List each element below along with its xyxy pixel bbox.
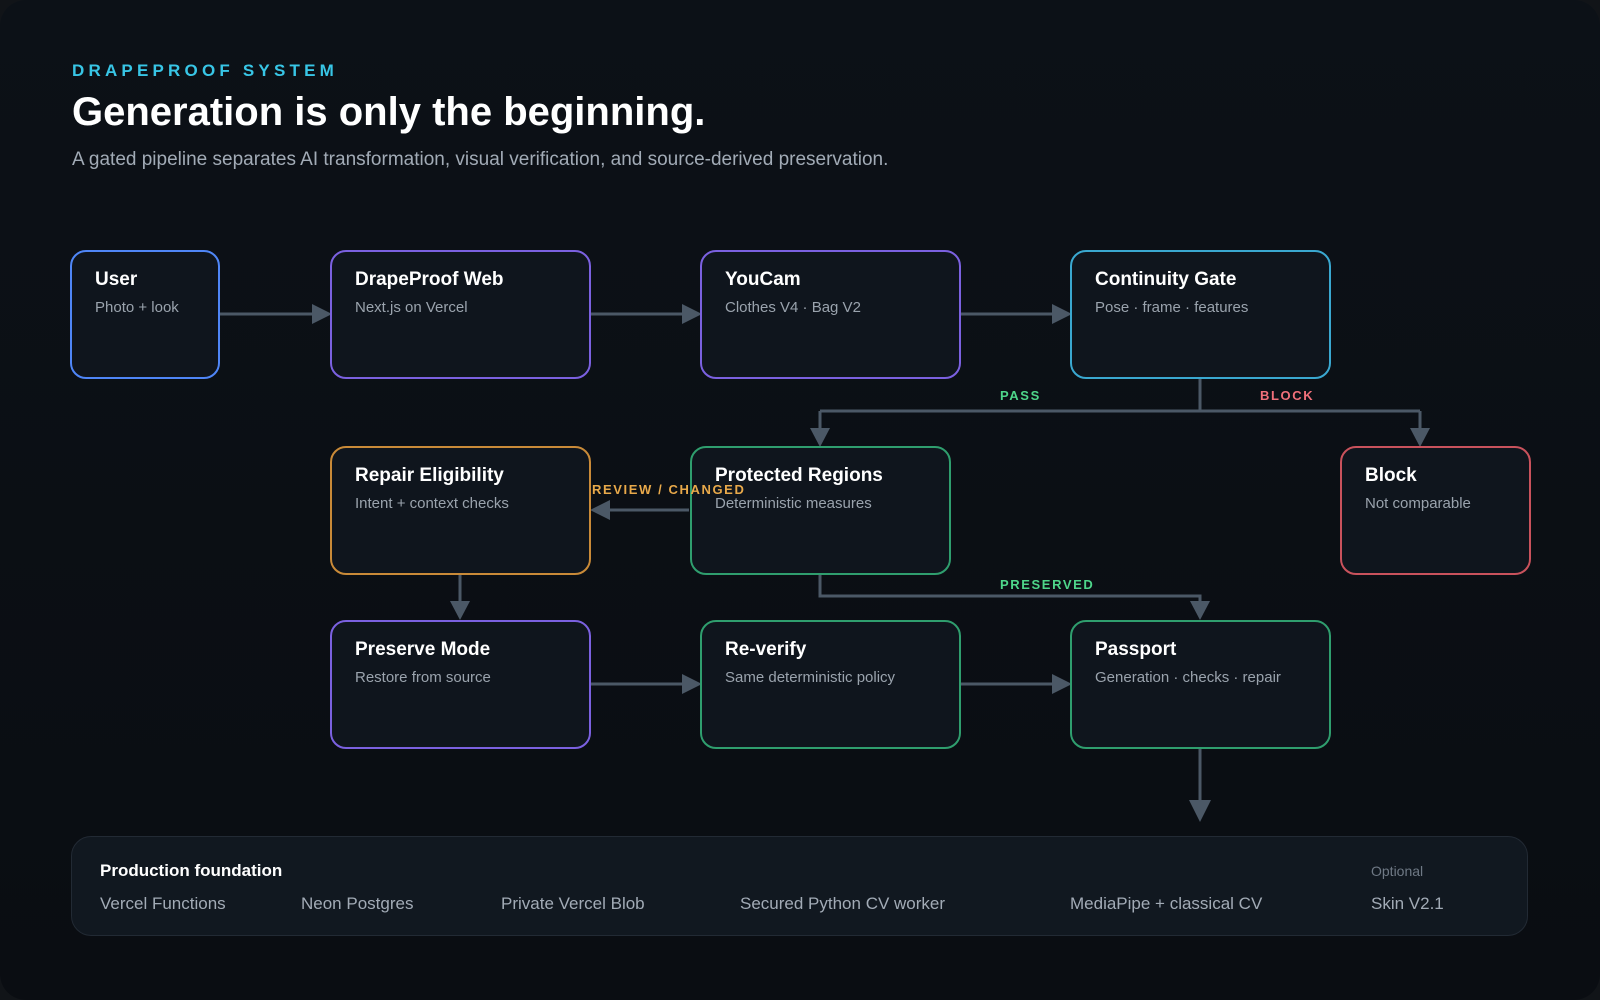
node-title: Passport — [1095, 639, 1177, 660]
node-repair-eligibility: Repair Eligibility Intent + context chec… — [330, 446, 591, 575]
node-user: User Photo + look — [70, 250, 220, 379]
foundation-item-private-vercel-blob: Private Vercel Blob — [501, 894, 645, 913]
arrowhead — [1410, 428, 1430, 447]
node-title: Protected Regions — [715, 465, 883, 486]
arrowhead — [590, 500, 610, 520]
foundation-item-vercel-functions: Vercel Functions — [100, 894, 226, 913]
node-subtitle: Generation · checks · repair — [1095, 669, 1281, 686]
arrowhead — [450, 601, 470, 620]
page-subtitle: A gated pipeline separates AI transforma… — [72, 149, 889, 170]
arrowhead — [810, 428, 830, 447]
arrowhead — [1052, 304, 1072, 324]
node-block: Block Not comparable — [1340, 446, 1531, 575]
edge-label-pass: PASS — [1000, 388, 1041, 403]
node-title: Re-verify — [725, 639, 807, 660]
edge-label-block: BLOCK — [1260, 388, 1315, 403]
arrowhead — [1189, 800, 1211, 822]
node-subtitle: Same deterministic policy — [725, 669, 896, 686]
foundation-item-python-cv-worker: Secured Python CV worker — [740, 894, 946, 913]
node-title: Continuity Gate — [1095, 269, 1237, 290]
node-preserve-mode: Preserve Mode Restore from source — [330, 620, 591, 749]
node-subtitle: Not comparable — [1365, 495, 1471, 512]
production-foundation-panel: Production foundation Vercel Functions N… — [71, 836, 1528, 936]
eyebrow-label: DRAPEPROOF SYSTEM — [72, 61, 338, 80]
node-subtitle: Pose · frame · features — [1095, 299, 1249, 316]
node-drapeproof-web: DrapeProof Web Next.js on Vercel — [330, 250, 591, 379]
node-passport: Passport Generation · checks · repair — [1070, 620, 1331, 749]
node-title: YouCam — [725, 269, 801, 290]
node-subtitle: Deterministic measures — [715, 495, 872, 512]
arrowhead — [312, 304, 332, 324]
node-subtitle: Photo + look — [95, 299, 179, 316]
arrowhead — [682, 304, 702, 324]
node-title: Preserve Mode — [355, 639, 491, 660]
foundation-optional-label: Optional — [1371, 863, 1424, 879]
node-subtitle: Intent + context checks — [355, 495, 509, 512]
foundation-item-skin: Skin V2.1 — [1371, 894, 1444, 913]
foundation-item-mediapipe: MediaPipe + classical CV — [1070, 894, 1263, 913]
arrowhead — [1052, 674, 1072, 694]
node-title: Block — [1365, 465, 1417, 486]
node-title: Repair Eligibility — [355, 465, 504, 486]
node-title: DrapeProof Web — [355, 269, 504, 290]
page-title: Generation is only the beginning. — [72, 90, 706, 134]
node-subtitle: Clothes V4 · Bag V2 — [725, 299, 861, 316]
node-protected-regions: Protected Regions Deterministic measures — [690, 446, 951, 575]
edge-gate-split — [820, 378, 1420, 413]
arrowhead — [1190, 601, 1210, 620]
node-subtitle: Restore from source — [355, 669, 491, 686]
node-subtitle: Next.js on Vercel — [355, 299, 468, 316]
arrowhead — [682, 674, 702, 694]
node-continuity-gate: Continuity Gate Pose · frame · features — [1070, 250, 1331, 379]
node-reverify: Re-verify Same deterministic policy — [700, 620, 961, 749]
node-youcam: YouCam Clothes V4 · Bag V2 — [700, 250, 961, 379]
foundation-title: Production foundation — [100, 861, 283, 880]
node-title: User — [95, 269, 138, 290]
edge-protected-to-passport — [818, 575, 1202, 602]
foundation-item-neon-postgres: Neon Postgres — [301, 894, 414, 913]
edge-label-review-changed: REVIEW / CHANGED — [592, 482, 746, 497]
edge-label-preserved: PRESERVED — [1000, 577, 1095, 592]
